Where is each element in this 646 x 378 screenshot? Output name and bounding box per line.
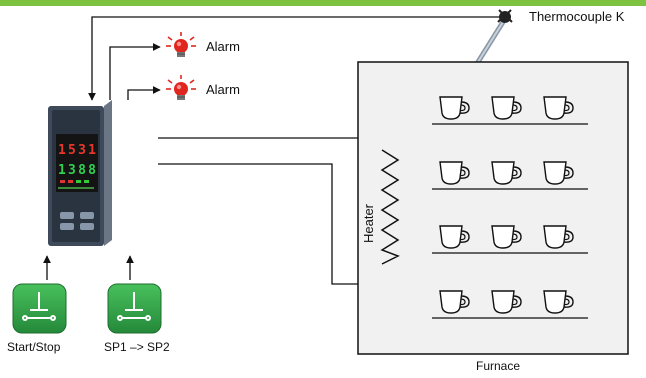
alarm-lamp-icon [165,31,197,58]
controller-key-up[interactable] [60,212,74,219]
temperature-controller: 1531 1388 [48,100,112,246]
alarm-1-wire [109,43,161,100]
heater-wire-top [158,137,383,150]
status-leds [58,180,94,189]
controller-key-left[interactable] [60,223,74,230]
shelves [432,123,588,319]
controller-key-right[interactable] [80,223,94,230]
start-stop-label: Start/Stop [7,340,61,354]
thermocouple-feedback-line [88,16,500,101]
heater-label: Heater [361,203,377,244]
alarm-lamp-icon [165,74,197,101]
alarm-2-label: Alarm [206,82,240,97]
heater-wire-bottom [158,163,383,285]
top-bar [0,0,646,6]
alarm-2-wire [127,86,161,100]
furnace-box [357,61,629,355]
controller-key-down[interactable] [80,212,94,219]
push-button-icon [117,292,151,321]
push-button-icon [22,292,56,321]
furnace-label: Furnace [476,359,521,373]
alarm-1-label: Alarm [206,39,240,54]
thermocouple-probe-icon [475,9,513,65]
heater-coil-icon [380,149,400,265]
sp-switch-button[interactable] [107,283,162,334]
start-stop-button[interactable] [12,283,67,334]
sp-switch-label: SP1 –> SP2 [104,340,170,354]
thermocouple-label: Thermocouple K [529,9,625,24]
